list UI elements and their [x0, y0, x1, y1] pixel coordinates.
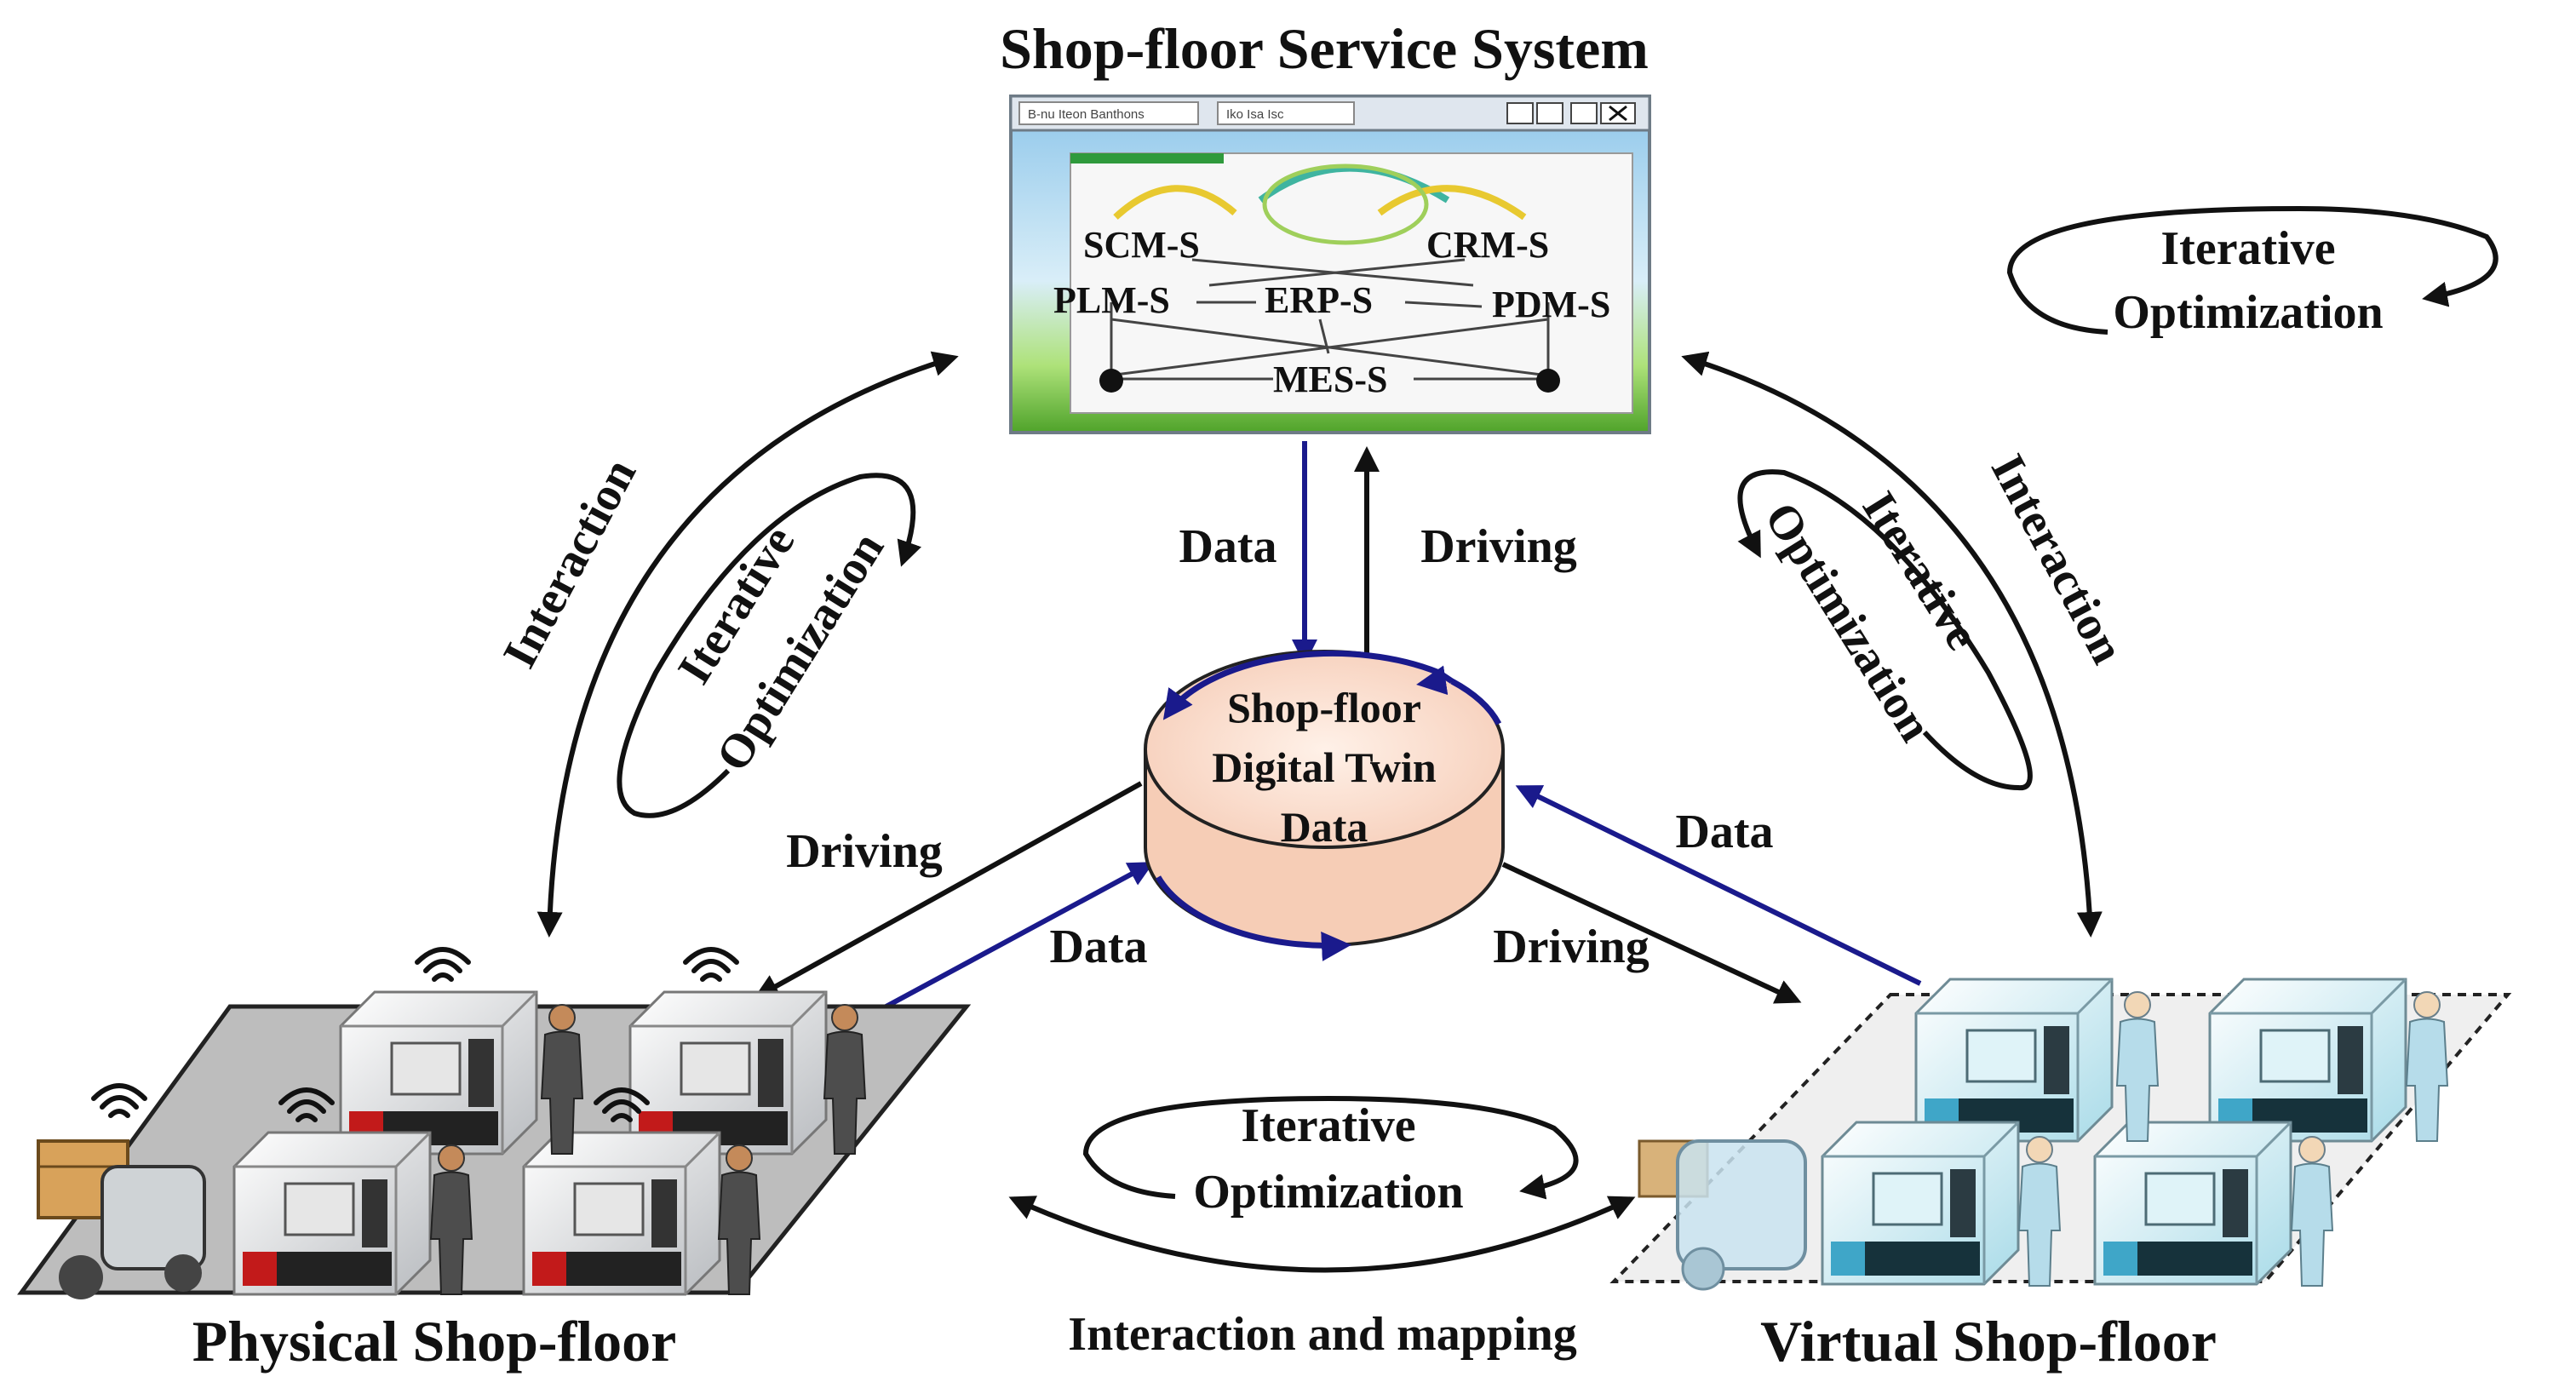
- label-data-top: Data: [1179, 520, 1277, 573]
- service-system-window: B-nu Iteon Banthons Iko Isa Isc: [1009, 95, 1651, 434]
- svg-text:Iterative: Iterative: [1241, 1099, 1415, 1152]
- minimize-icon[interactable]: [1506, 102, 1534, 124]
- virtual-shopfloor: [1609, 978, 2512, 1291]
- iterative-loop-right: Iterative Optimization: [1737, 469, 2033, 791]
- iterative-loop-bottom: Iterative Optimization: [1082, 1095, 1579, 1219]
- node-pdm: PDM-S: [1492, 284, 1610, 325]
- service-system-title: Shop-floor Service System: [1000, 16, 1649, 81]
- label-driving-right: Driving: [1493, 921, 1649, 973]
- iterative-loop-top-right: Iterative Optimization: [2006, 205, 2499, 339]
- node-erp: ERP-S: [1265, 279, 1373, 321]
- node-plm: PLM-S: [1053, 279, 1170, 321]
- label-interaction-mapping: Interaction and mapping: [1068, 1308, 1576, 1361]
- restore-icon[interactable]: [1536, 102, 1563, 124]
- window-menu-mid: Iko Isa Isc: [1226, 107, 1284, 122]
- arrow-data-physical-to-twin: [880, 862, 1155, 1012]
- arrow-driving-twin-to-physical: [753, 781, 1143, 999]
- virtual-shopfloor-title: Virtual Shop-floor: [1760, 1309, 2217, 1374]
- arc-interaction-right: [1681, 351, 2103, 938]
- twin-label-line3: Data: [1281, 803, 1368, 851]
- svg-text:Optimization: Optimization: [1193, 1166, 1463, 1219]
- physical-shopfloor-title: Physical Shop-floor: [192, 1309, 677, 1374]
- svg-text:Iterative: Iterative: [2160, 222, 2335, 275]
- digital-twin-database: Shop-floor Digital Twin Data: [1144, 650, 1505, 961]
- node-mes: MES-S: [1273, 358, 1387, 400]
- label-interaction-left: Interaction: [493, 450, 646, 676]
- arrow-data-virtual-to-twin: [1515, 785, 1922, 986]
- twin-label-line1: Shop-floor: [1227, 684, 1421, 731]
- physical-shopfloor: [17, 949, 972, 1299]
- label-data-right: Data: [1675, 806, 1773, 858]
- twin-label-line2: Digital Twin: [1212, 743, 1437, 791]
- help-icon[interactable]: [1570, 102, 1598, 124]
- arc-interaction-left: [536, 351, 959, 938]
- arc-interaction-bottom: [1008, 1196, 1636, 1273]
- label-data-left: Data: [1049, 921, 1147, 973]
- label-driving-top: Driving: [1420, 520, 1577, 573]
- node-crm: CRM-S: [1426, 224, 1549, 266]
- label-driving-left: Driving: [786, 825, 943, 878]
- iterative-loop-left: Iterative Optimization: [617, 473, 922, 818]
- label-interaction-right: Interaction: [1981, 446, 2134, 672]
- window-menu-left: B-nu Iteon Banthons: [1028, 107, 1145, 122]
- svg-text:Optimization: Optimization: [2113, 286, 2383, 339]
- node-scm: SCM-S: [1083, 224, 1200, 266]
- arrow-driving-twin-to-virtual: [1501, 862, 1802, 1004]
